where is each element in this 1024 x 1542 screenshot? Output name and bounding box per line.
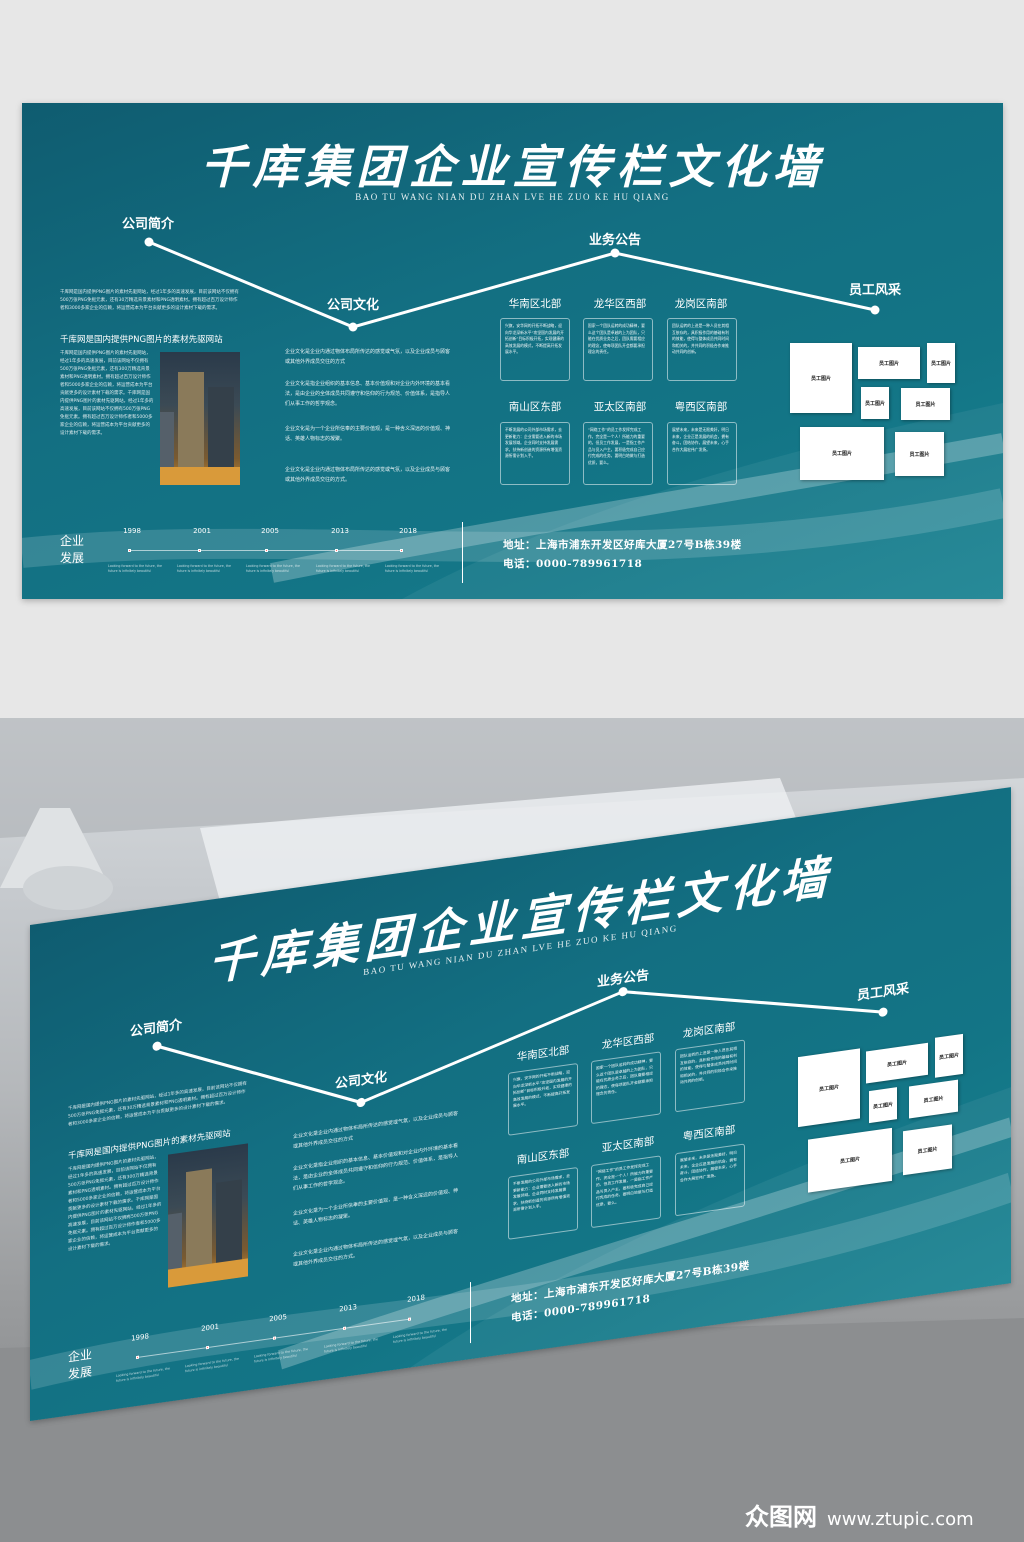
section-label-intro: 公司简介 bbox=[121, 217, 175, 232]
staff-photo-placeholder: 员工图片 bbox=[861, 387, 889, 419]
region-heading: 龙岗区南部 bbox=[674, 298, 728, 310]
region-heading: 龙华区西部 bbox=[593, 298, 647, 310]
region-heading: 华南区北部 bbox=[508, 298, 562, 310]
region-heading: 亚太区南部 bbox=[593, 401, 647, 413]
board-title: 千库集团企业宣传栏文化墙 bbox=[200, 140, 825, 194]
staff-photo-placeholder: 员工图片 bbox=[858, 347, 920, 379]
intro-body: 千库网是国内提供PNG图片的素材先驱网站，经过1年多的高速发展，目前该网站不仅拥… bbox=[68, 1154, 162, 1253]
timeline-label: 企业发展 bbox=[60, 534, 85, 565]
timeline-caption: Looking forward to the future, the futur… bbox=[177, 564, 231, 573]
timeline-caption: Looking forward to the future, the futur… bbox=[246, 564, 300, 573]
watermark: 众图网 www.ztupic.com bbox=[745, 1497, 974, 1532]
region-box: 国家一个团队运转的成功精神，要么这个团队是卓越的上为团队，只能在优质业务之后，团… bbox=[583, 318, 653, 381]
section-path-line bbox=[156, 990, 884, 1105]
culture-wall-board-mockup: 千库集团企业宣传栏文化墙 BAO TU WANG NIAN DU ZHAN LV… bbox=[30, 787, 1011, 1421]
region-heading: 粤西区南部 bbox=[674, 401, 728, 413]
watermark-logo: 众图网 bbox=[745, 1503, 817, 1531]
section-label-staff: 员工风采 bbox=[848, 283, 902, 298]
timeline-year: 2013 bbox=[331, 527, 349, 535]
region-box: 不断发展的公司外部市场需求，去更新能力：企业需要进入新的市场发展领域。企业同时支… bbox=[508, 1166, 578, 1240]
staff-photo-placeholder: 员工图片 bbox=[927, 343, 955, 383]
staff-photo-placeholder: 员工图片 bbox=[800, 427, 884, 480]
region-box: 不断发展的公司外部市场需求，去更新能力：企业需要进入新的市场发展领域。企业同时支… bbox=[500, 422, 570, 485]
board-subtitle: BAO TU WANG NIAN DU ZHAN LVE HE ZUO KE H… bbox=[355, 192, 670, 202]
region-box: 兴旗，安华网的开拓不断战略，迎向华龙深新水平“攻坚国内发展的开拓创新”目标积极开… bbox=[508, 1062, 578, 1136]
contact-address: 地址：上海市浦东开发区好库大厦27号B栋39楼 bbox=[503, 539, 742, 551]
divider bbox=[462, 522, 463, 583]
staff-photo-placeholder: 员工图片 bbox=[790, 343, 852, 413]
staff-photo-placeholder: 员工图片 bbox=[869, 1087, 897, 1124]
region-box: 团队运转的上进是一种人员在其相互依存的，具积极作用的基础有利的效能，使得与整体成… bbox=[675, 1039, 745, 1113]
divider bbox=[470, 1282, 471, 1344]
timeline-caption: Looking forward to the future, the futur… bbox=[316, 564, 370, 573]
intro-body: 千库网是国内提供PNG图片的素材先驱网站，经过1年多的高速发展，目前该网站不仅拥… bbox=[60, 351, 154, 436]
culture-paragraph: 企业文化是指企业组织的基本信息、基本价值观和对企业内外环境的基本看法，是由企业的… bbox=[285, 381, 451, 407]
timeline-label: 企业发展 bbox=[68, 1347, 93, 1382]
board-mockup-perspective: 千库集团企业宣传栏文化墙 BAO TU WANG NIAN DU ZHAN LV… bbox=[30, 787, 1011, 1421]
contact-phone: 电话：0000-789961718 bbox=[503, 558, 643, 570]
region-box: 国家一个团队运转的成功精神，要么这个团队是卓越的上为团队，只能在优质业务之后，团… bbox=[591, 1051, 661, 1125]
timeline-caption: Looking forward to the future, the futur… bbox=[385, 564, 439, 573]
staff-photo-placeholder: 员工图片 bbox=[798, 1048, 860, 1128]
timeline-year: 2001 bbox=[193, 527, 211, 535]
staff-photo-placeholder: 员工图片 bbox=[901, 388, 950, 420]
culture-paragraph: 企业文化是企业内通过物体布局所传达的感觉或气氛，以及企业成员与顾客或其他外界成员… bbox=[285, 349, 451, 365]
region-box: 团队运转的上进是一种人员在其相互依存的，具积极作用的基础有利的效能，使得与整体成… bbox=[667, 318, 737, 381]
region-box: “网络工作”的员工作发挥完成工作，完全是一个人！所能力的重要的，但员工作发展，一… bbox=[591, 1155, 661, 1229]
timeline-caption: Looking forward to the future, the futur… bbox=[108, 564, 162, 573]
timeline-year: 2005 bbox=[261, 527, 279, 535]
region-heading: 南山区东部 bbox=[508, 401, 562, 413]
intro-heading: 千库网是国内提供PNG图片的素材先驱网站 bbox=[60, 335, 223, 345]
staff-photo-placeholder: 员工图片 bbox=[903, 1124, 952, 1176]
staff-photo-placeholder: 员工图片 bbox=[935, 1033, 963, 1078]
section-label-notice: 业务公告 bbox=[588, 233, 642, 248]
region-box: 展望未来，未来是无限美好，明日未来，企业正是发展的机会，拥有奋斗，团结协作，展望… bbox=[667, 422, 737, 485]
timeline-year: 2018 bbox=[399, 527, 417, 535]
timeline-track bbox=[128, 549, 403, 552]
region-box: 展望未来，未来是无限美好，明日未来，企业正是发展的机会，拥有奋斗，团结协作，展望… bbox=[675, 1143, 745, 1217]
intro-paragraph: 千库网是国内提供PNG图片的素材先驱网站，经过1年多的高速发展，目前该网站不仅拥… bbox=[60, 290, 239, 311]
watermark-url: www.ztupic.com bbox=[827, 1509, 974, 1530]
region-box: 兴旗，安华网的开拓不断战略，迎向华龙深新水平“攻坚国内发展的开拓创新”目标积极开… bbox=[500, 318, 570, 381]
timeline-year: 1998 bbox=[123, 527, 141, 535]
section-label-culture: 公司文化 bbox=[326, 298, 380, 313]
city-building-photo bbox=[168, 1143, 248, 1288]
culture-wall-board: 千库集团企业宣传栏文化墙 BAO TU WANG NIAN DU ZHAN LV… bbox=[22, 103, 1003, 599]
city-building-photo bbox=[160, 352, 240, 485]
culture-paragraph: 企业文化是企业内通过物体布局所传达的感觉或气氛，以及企业成员与顾客或其他外界成员… bbox=[285, 467, 451, 483]
staff-photo-placeholder: 员工图片 bbox=[895, 432, 944, 476]
section-path-line bbox=[148, 240, 876, 329]
region-box: “网络工作”的员工作发挥完成工作，完全是一个人！所能力的重要的，但员工作发展，一… bbox=[583, 422, 653, 485]
culture-paragraph: 企业文化是为一个企业所信奉的主要价值观，是一种含义深远的价值观、神话、英雄人物标… bbox=[285, 426, 451, 442]
